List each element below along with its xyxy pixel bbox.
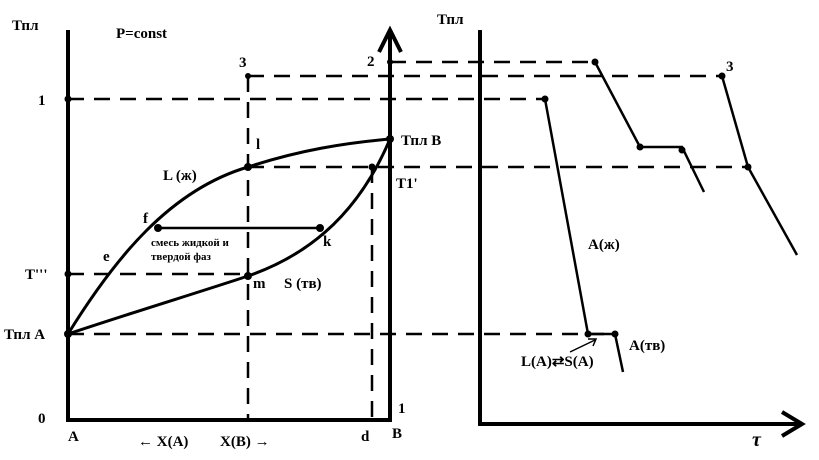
label-B: B (392, 426, 402, 442)
label-3: 3 (239, 55, 247, 71)
label-TplB: Тпл В (401, 133, 441, 149)
right-axis-arrowhead (377, 25, 403, 53)
point-k (316, 224, 324, 232)
label-XA: ← X(A) (138, 434, 188, 450)
label-1-bottom: 1 (398, 401, 406, 417)
liquidus-curve (66, 137, 391, 335)
label-A: A (68, 429, 79, 445)
label-m: m (253, 276, 266, 292)
label-e: e (103, 249, 110, 265)
equilibrium-pointer (569, 339, 596, 353)
point-curve2-plateau-end (678, 146, 686, 154)
point-T1 (368, 163, 376, 171)
equilibrium-pointer-head (588, 338, 598, 347)
label-XB: X(B) → (220, 434, 270, 450)
cooling-curve-A (543, 98, 625, 373)
point-f (154, 224, 162, 232)
cooling-y-axis-label: Тпл (437, 12, 464, 28)
condition-label: P=const (116, 26, 167, 42)
point-m (244, 272, 252, 280)
point-2 (387, 59, 393, 65)
mixture-label-line2: твердой фаз (151, 251, 211, 263)
label-k: k (323, 234, 332, 250)
label-T1: T1' (396, 176, 418, 192)
label-T3: T''' (25, 267, 48, 283)
tick-0-label: 0 (38, 411, 46, 427)
label-TplA: Тпл А (4, 327, 45, 343)
point-TplB (386, 135, 394, 143)
cooling-x-arrowhead (780, 410, 806, 438)
point-curve3-start (718, 72, 726, 80)
tick-1-label: 1 (38, 93, 46, 109)
cooling-x-axis-label: τ (752, 429, 762, 451)
point-l (244, 163, 252, 171)
label-equilibrium: L(A)⇄S(A) (521, 354, 594, 370)
point-A-plateau-start (584, 330, 592, 338)
mixture-label-line1: смесь жидкой и (151, 237, 230, 249)
point-T3 (64, 270, 72, 278)
cooling-curve-2 (593, 61, 706, 193)
point-TplA (64, 330, 72, 338)
label-A-solid: A(тв) (629, 338, 665, 354)
label-liquid: L (ж) (163, 168, 197, 184)
label-A-liquid: A(ж) (588, 237, 620, 253)
label-d: d (361, 429, 370, 445)
cooling-label-3: 3 (726, 59, 734, 75)
point-curve3-break (744, 163, 752, 171)
left-y-axis-label: Тпл (12, 18, 39, 34)
point-A-start (541, 95, 549, 103)
label-2: 2 (367, 54, 375, 70)
point-3 (245, 73, 251, 79)
cooling-curve-3 (720, 75, 799, 256)
point-A-plateau-end (611, 330, 619, 338)
label-solid: S (тв) (284, 276, 322, 292)
point-1 (64, 95, 72, 103)
point-curve2-plateau-start (636, 143, 644, 151)
point-curve2-start (591, 58, 599, 66)
label-l: l (256, 137, 260, 153)
label-f: f (143, 211, 149, 227)
